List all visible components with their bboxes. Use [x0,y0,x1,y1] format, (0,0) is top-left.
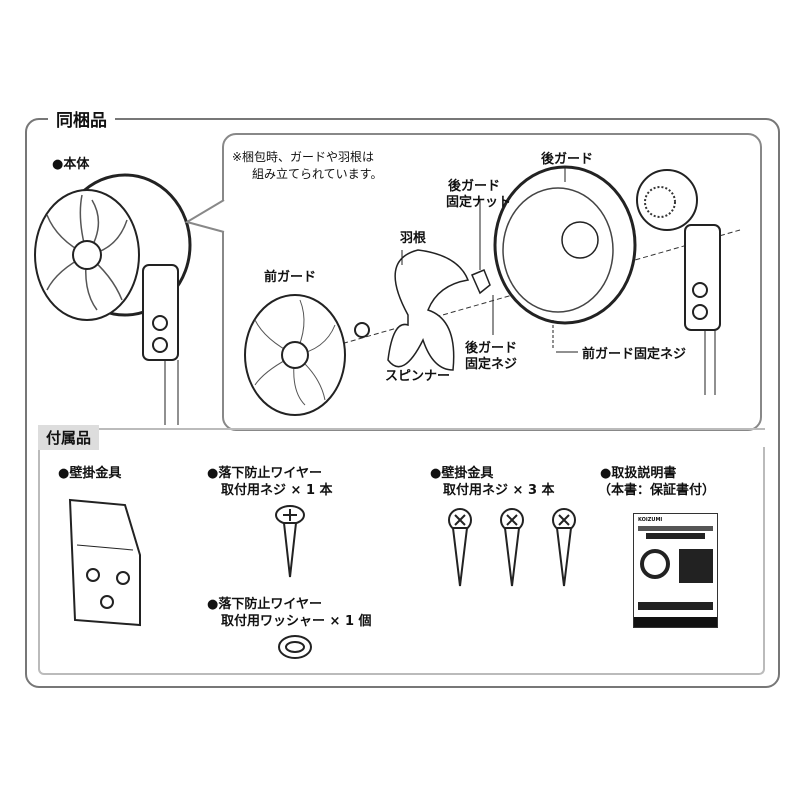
rear-guard-nut-label: 後ガード [448,179,501,194]
callout-pointer [184,199,225,233]
spinner-label: スピンナー [385,369,451,384]
washer-icon [278,635,312,659]
exploded-view-callout [222,133,762,431]
wire-washer-label: ●落下防止ワイヤー [207,597,322,612]
included-items-title: 同梱品 [48,106,115,131]
main-unit-label: ●本体 [52,157,90,172]
blade-label: 羽根 [400,231,427,246]
wall-bracket-label: ●壁掛金具 [58,466,122,481]
exploded-parts-illustration [244,165,741,416]
manual-label: ●取扱説明書 [600,466,677,481]
rear-guard-nut-label-2: 固定ナット [446,195,512,210]
screw-icon [275,505,305,578]
wall-bracket-illustration [68,498,141,627]
included-items-frame [25,118,780,688]
assembly-note: ※梱包時、ガードや羽根は [232,150,375,164]
front-guard-screw-label: 前ガード固定ネジ [582,347,687,362]
bracket-screws-icon [448,508,576,587]
accessories-frame [38,447,765,675]
bracket-screw-qty: 取付用ネジ × 3 本 [443,483,555,498]
wire-washer-qty: 取付用ワッシャー × 1 個 [221,614,372,629]
wire-screw-label: ●落下防止ワイヤー [207,466,322,481]
wire-screw-qty: 取付用ネジ × 1 本 [221,483,333,498]
accessories-title: 付属品 [38,425,100,450]
fan-assembled-illustration [34,173,192,425]
rear-guard-label: 後ガード [541,152,594,167]
assembly-note-2: 組み立てられています。 [252,167,383,181]
front-guard-label: 前ガード [264,270,317,285]
accessories-divider [38,428,765,448]
rear-guard-screw-label: 後ガード [465,341,518,356]
manual-booklet: KOIZUMI [633,513,718,628]
rear-guard-screw-label-2: 固定ネジ [465,357,518,372]
manual-brand: KOIZUMI [638,517,663,523]
bracket-screw-label: ●壁掛金具 [430,466,494,481]
manual-warranty-note: （本書：保証書付） [598,483,716,498]
